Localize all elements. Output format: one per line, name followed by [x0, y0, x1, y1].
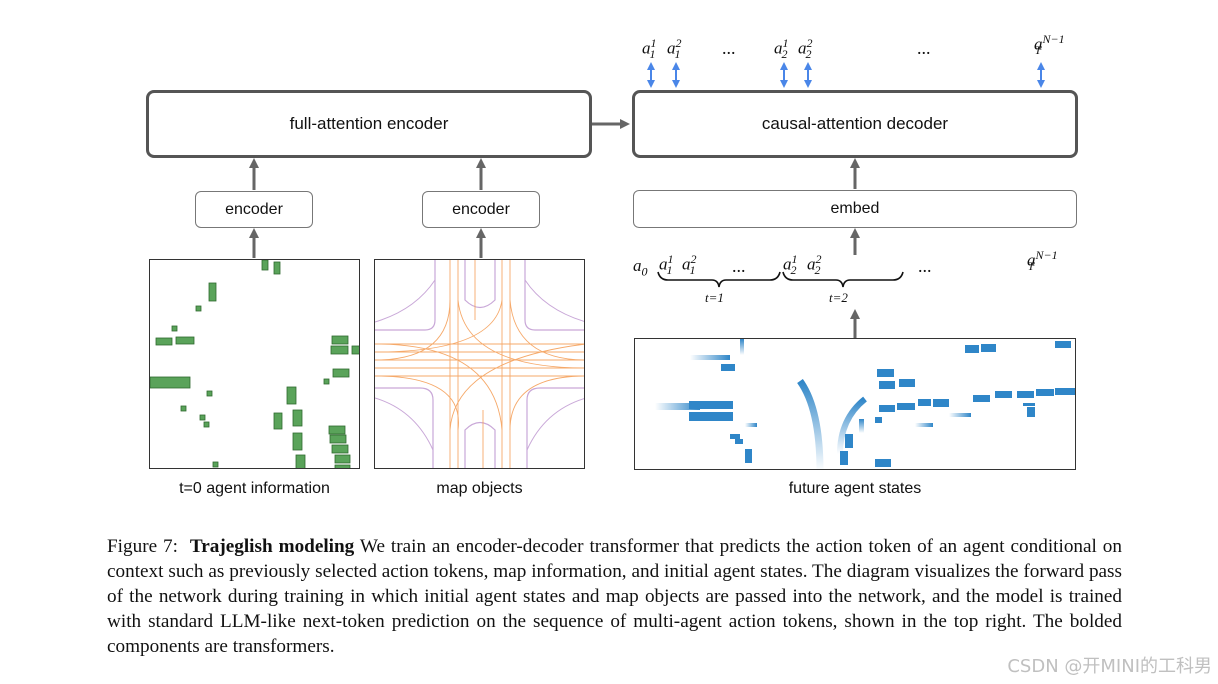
step-label-t2: t=2: [829, 290, 848, 305]
top-token-a2-2: a22: [798, 36, 813, 62]
top-token-a1-1: a11: [642, 36, 657, 62]
map-objects-label: map objects: [436, 480, 523, 497]
caption-bold-title: Trajeglish modeling: [189, 536, 355, 557]
future-agent-states-label: future agent states: [788, 480, 922, 497]
top-token-aT: aN−1T: [1034, 32, 1065, 58]
step-label-t1: t=1: [705, 290, 724, 305]
map-encoder-box: encoder: [422, 191, 540, 228]
top-ellipsis-1: ...: [722, 38, 736, 58]
agent-encoder-box: encoder: [195, 191, 313, 228]
top-token-a2-1: a12: [774, 36, 789, 62]
token-a1-2: a21: [682, 252, 697, 278]
token-aT: aN−1T: [1027, 248, 1058, 274]
top-ellipsis-2: ...: [917, 38, 931, 58]
token-a2-2: a22: [807, 252, 822, 278]
agent-boxes-plot: [150, 260, 359, 468]
top-token-a1-2: a21: [667, 36, 682, 62]
map-objects-panel: [374, 259, 585, 469]
causal-attention-decoder: causal-attention decoder: [632, 90, 1078, 158]
watermark: CSDN @开MINI的工科男: [1007, 656, 1212, 677]
agent-info-panel: [149, 259, 360, 469]
brace-t1: [657, 271, 781, 288]
agent-info-label: t=0 agent information: [179, 480, 330, 497]
caption-figure-label: Figure 7:: [107, 536, 178, 557]
token-a2-1: a12: [783, 252, 798, 278]
map-lanes-plot: [375, 260, 584, 468]
caption-text: We train an encoder-decoder transformer …: [107, 536, 1122, 657]
future-trajectories-plot: [655, 339, 1075, 469]
future-agent-states-panel: [634, 338, 1076, 470]
figure-caption: Figure 7: Trajeglish modeling We train a…: [107, 534, 1122, 659]
token-ellipsis-2: ...: [918, 256, 932, 276]
full-attention-encoder: full-attention encoder: [146, 90, 592, 158]
brace-t2: [782, 271, 904, 288]
token-a0: a0: [633, 256, 648, 279]
token-a1-1: a11: [659, 252, 674, 278]
token-ellipsis-1: ...: [732, 256, 746, 276]
embed-box: embed: [633, 190, 1077, 228]
